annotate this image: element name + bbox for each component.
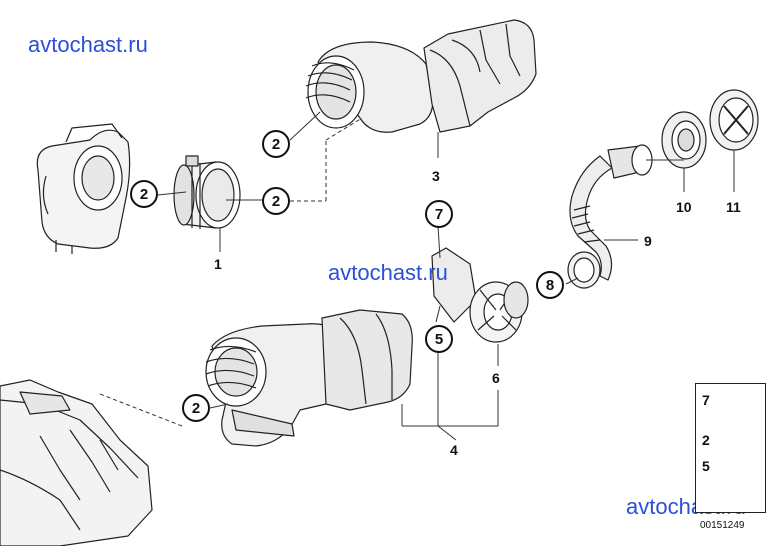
parts-legend: 7 2 5 <box>695 383 766 513</box>
callout-2-lower: 2 <box>182 394 210 422</box>
corrugated-hose-drawing <box>567 144 653 289</box>
callout-2-sleeve: 2 <box>262 187 290 215</box>
part-number-6: 6 <box>492 370 500 386</box>
upper-air-duct-drawing <box>305 19 537 133</box>
callout-7: 7 <box>425 200 453 228</box>
part-number-4: 4 <box>450 442 458 458</box>
watermark-top: avtochast.ru <box>28 32 148 57</box>
valve-drawing <box>431 247 529 343</box>
legend-number-7: 7 <box>702 392 710 408</box>
legend-number-5: 5 <box>702 458 710 474</box>
part-number-11: 11 <box>726 199 741 215</box>
part-number-10: 10 <box>676 199 692 215</box>
leader-lines <box>99 111 735 441</box>
callout-8: 8 <box>536 271 564 299</box>
intake-sleeve-drawing <box>173 155 241 229</box>
throttle-body-drawing <box>36 123 131 254</box>
callout-2-upper: 2 <box>262 130 290 158</box>
part-number-1: 1 <box>214 256 222 272</box>
air-filter-housing-drawing <box>0 379 153 547</box>
cap-drawing <box>709 89 759 151</box>
legend-number-2: 2 <box>702 432 710 448</box>
callout-2-left: 2 <box>130 180 158 208</box>
watermark-middle: avtochast.ru <box>328 260 448 285</box>
part-number-9: 9 <box>644 233 652 249</box>
diagram-id: 00151249 <box>700 520 745 531</box>
lower-air-duct-drawing <box>205 309 413 447</box>
part-number-3: 3 <box>432 168 440 184</box>
callout-5: 5 <box>425 325 453 353</box>
